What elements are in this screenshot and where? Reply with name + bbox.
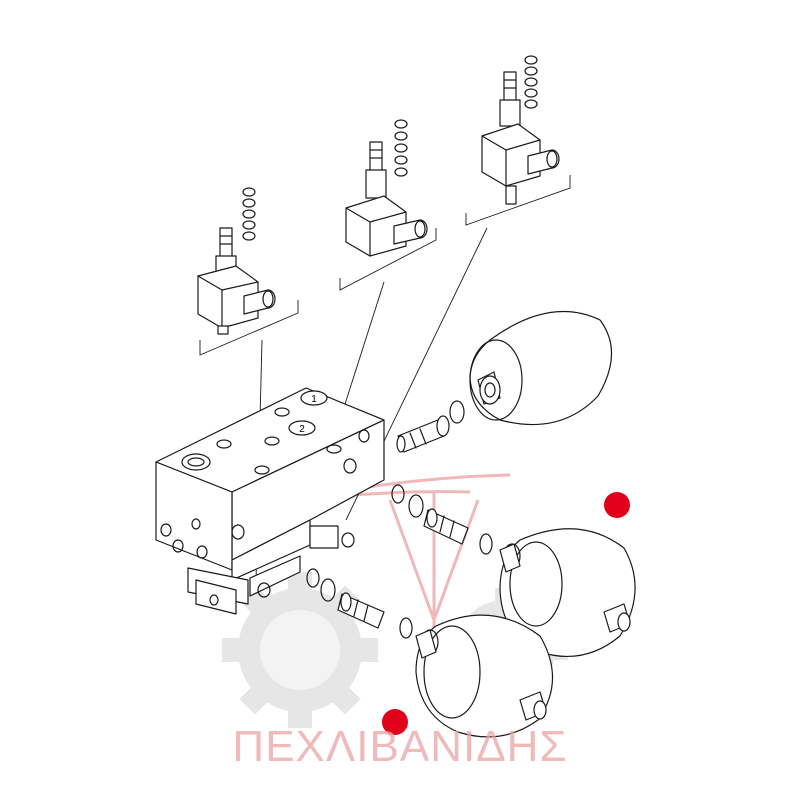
o-ring-stack-middle [394,119,408,177]
solenoid-valve-right [481,55,560,205]
port-label-2: 2 [299,424,305,435]
solenoid-valve-middle [345,119,428,257]
watermark-gear-left [222,572,378,728]
solenoid-valve-left [197,187,276,335]
o-ring-stack-left [242,187,256,241]
watermark-text: ΠΕΧΛΙΒΑΝΙΔΗΣ [232,722,568,771]
accumulator-top [469,310,613,426]
accumulator-middle [499,528,636,658]
o-ring-stack-right [524,55,538,109]
port-label-1: 1 [311,394,317,405]
accumulator-bottom [415,614,554,738]
red-marker-upper [604,492,630,518]
red-markers [382,492,630,735]
fitting-lower [306,568,413,639]
fitting-upper [396,400,465,453]
red-marker-lower [382,709,408,735]
fitting-middle [391,484,493,555]
hydraulic-manifold-block: 1 2 [155,387,385,615]
